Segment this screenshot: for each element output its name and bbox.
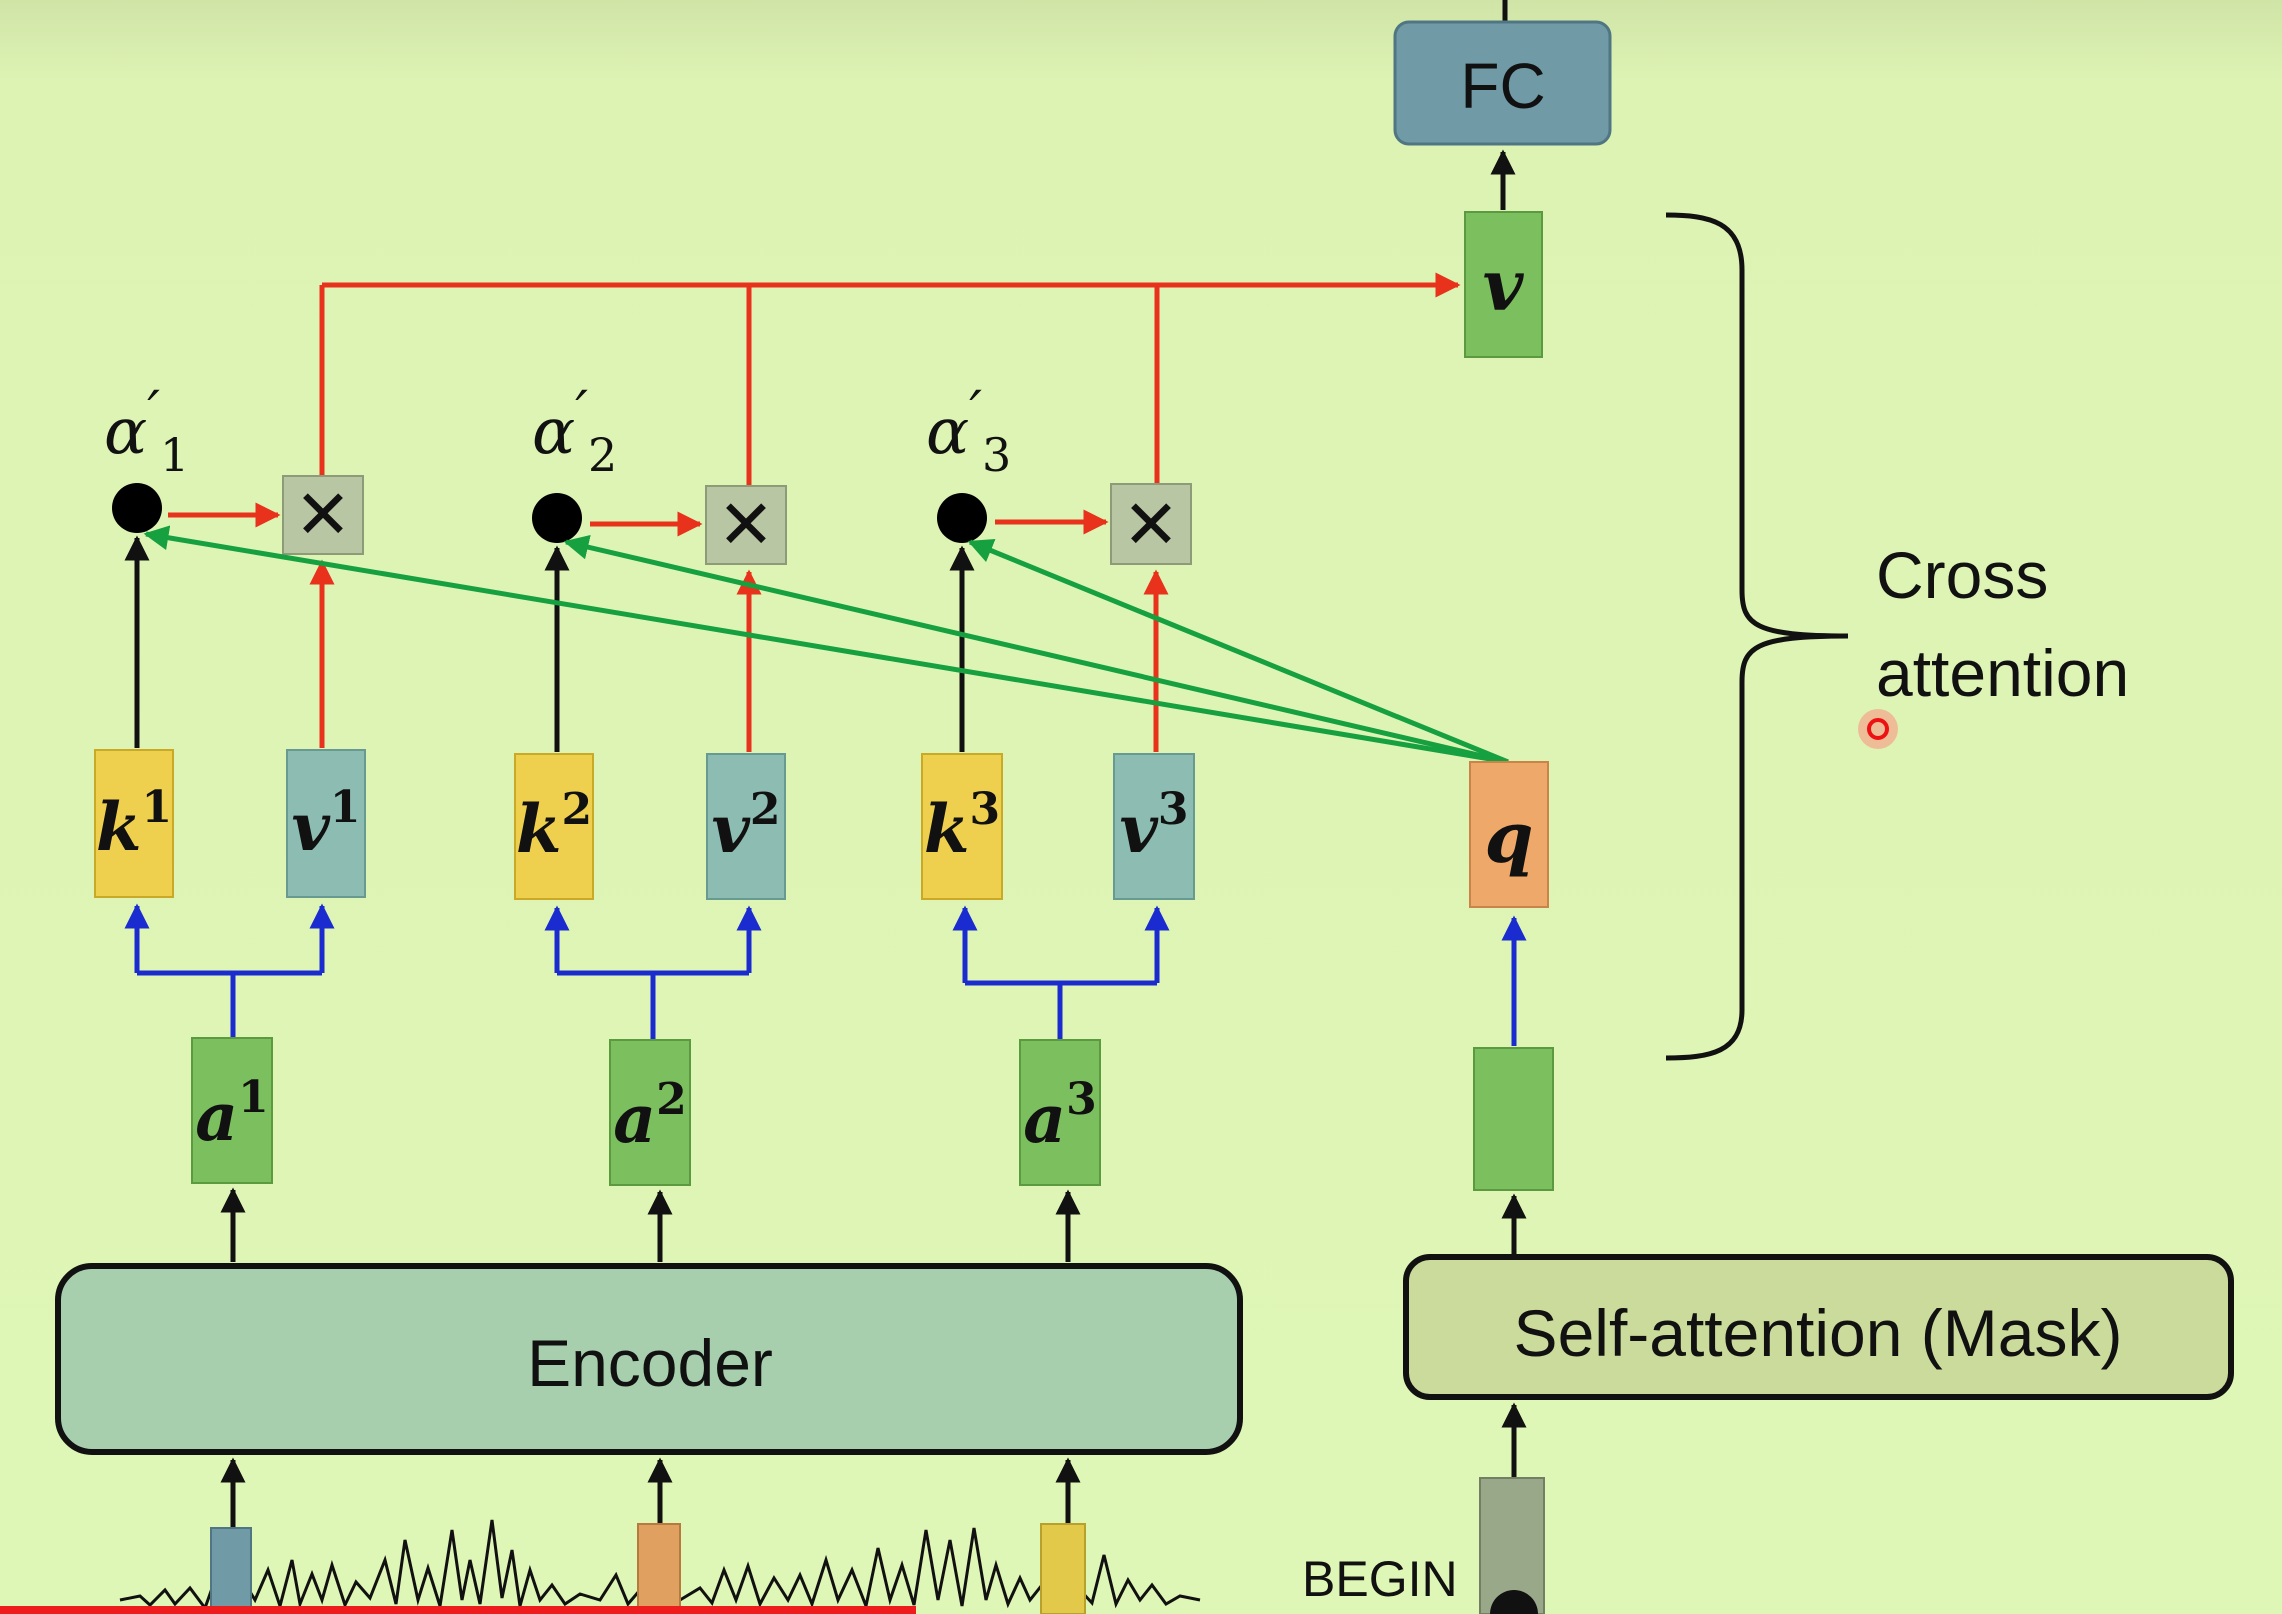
multiply-3-symbol: ✕ [1123,486,1180,565]
input-2-label: a2 [613,1074,686,1158]
column-1: α′1 ✕ k1 v1 a1 [94,380,366,1262]
column-3: α′3 ✕ k3 v3 a3 [921,380,1195,1262]
output-v-label: v [1483,244,1525,327]
multiply-2-symbol: ✕ [718,486,775,565]
key-1-label: k1 [96,782,172,866]
alpha-3-dot [937,493,987,543]
value-3-label: v3 [1120,784,1189,868]
output-v-box [1464,211,1543,358]
cursor-highlight [1858,709,1898,749]
a2-projection-arrows [544,905,762,1042]
key-2-box [514,753,594,900]
fc-label: FC [1460,50,1545,122]
alpha-2-dot [532,493,582,543]
input-3-label: a3 [1023,1074,1096,1158]
alpha-3-label: α′3 [926,380,1011,482]
key-3-label: k3 [924,784,1000,868]
column-2: α′2 ✕ k2 v2 a2 [514,380,787,1262]
alpha-1-label: α′1 [104,380,189,482]
alpha-2-label: α′2 [532,380,617,482]
begin-label: BEGIN [1302,1551,1458,1607]
video-progress-bar[interactable] [0,1606,916,1614]
cross-attention-label-line2: attention [1876,636,2129,710]
multiply-1-box [282,475,364,555]
input-1-box [191,1037,273,1184]
query-box [1469,761,1549,908]
begin-token-dot [1490,1590,1538,1614]
audio-waveform [119,1519,1201,1612]
value-2-label: v2 [712,784,781,868]
weighted-sum-lines [319,272,1461,486]
key-3-box [921,753,1003,900]
cross-attention-label-line1: Cross [1876,538,2048,612]
encoder-label: Encoder [527,1326,773,1400]
query-label: q [1485,796,1534,879]
multiply-2-box [705,485,787,565]
value-2-box [706,753,786,900]
input-3-box [1019,1039,1101,1186]
multiply-1-symbol: ✕ [295,476,352,555]
value-3-box [1113,753,1195,900]
key-2-label: k2 [516,784,592,868]
query-attention-lines [143,525,1509,765]
key-1-box [94,749,174,898]
a1-projection-arrows [124,903,335,1040]
fc-box [1393,20,1612,146]
a3-projection-arrows [952,905,1170,1040]
input-frame-2-box [637,1523,681,1614]
multiply-3-box [1110,483,1192,565]
input-2-box [609,1039,691,1186]
value-1-box [286,749,366,898]
value-1-label: v1 [292,782,361,866]
cross-attention-brace [1665,212,1849,1061]
self-attention-label: Self-attention (Mask) [1514,1296,2123,1370]
encoder-box [55,1263,1243,1455]
input-frame-3-box [1040,1523,1086,1614]
decoder-hidden-box [1473,1047,1554,1191]
input-frame-1-box [210,1527,252,1614]
cursor-dot [1867,718,1889,740]
input-1-label: a1 [195,1072,268,1156]
alpha-1-dot [112,483,162,533]
self-attention-box [1403,1254,2234,1400]
